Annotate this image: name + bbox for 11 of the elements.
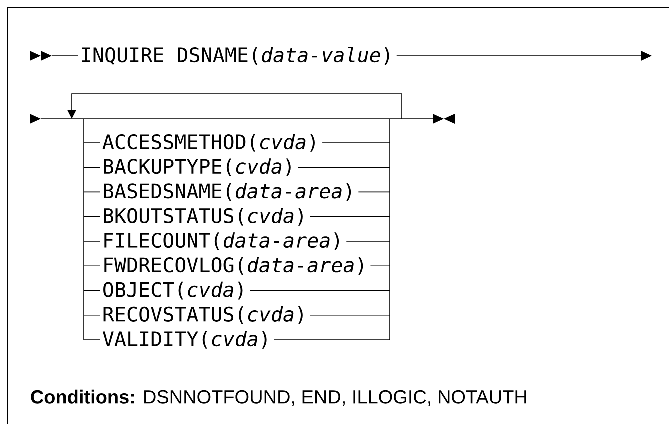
option-text: VALIDITY(cvda): [102, 331, 267, 349]
option-text: FWDRECOVLOG(data-area): [104, 257, 364, 276]
conditions-text: Conditions: DSNNOTFOUND, END, ILLOGIC, NOTAUTH: [31, 390, 526, 406]
option-text: FILECOUNT(data-area): [104, 232, 340, 250]
option-text: OBJECT(cvda): [104, 282, 243, 300]
option-text: RECOVSTATUS(cvda): [104, 306, 303, 324]
option-text: ACCESSMETHOD(cvda): [102, 134, 315, 152]
option-text: BKOUTSTATUS(cvda): [104, 208, 303, 226]
option-text: BASEDSNAME(data-area): [104, 183, 352, 202]
command-text: INQUIRE DSNAME(data-value): [82, 47, 390, 65]
option-text: BACKUPTYPE(cvda): [104, 158, 291, 177]
